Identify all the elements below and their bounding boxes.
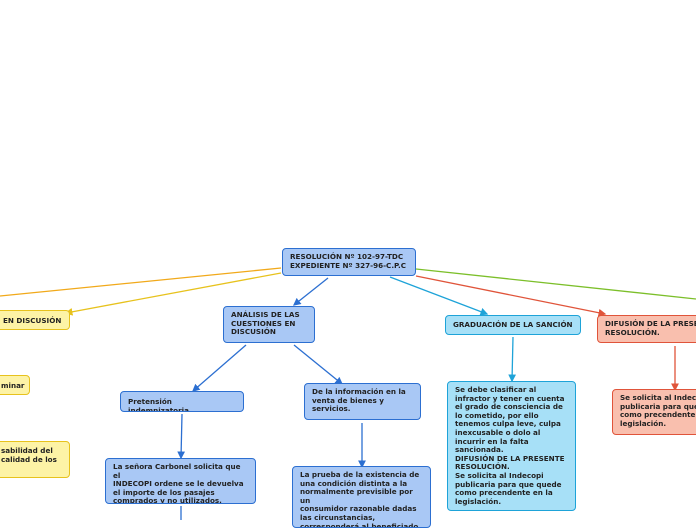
link-root-discusion [64,272,282,316]
link-root-analisis [292,277,329,306]
link-pretension-carbonel [177,413,186,460]
link-root-difusion [415,275,607,317]
node-sabilidad[interactable]: sabilidad del calidad de los [0,441,70,478]
link-analisis-pretension [192,344,247,392]
node-en-discusion[interactable]: EN DISCUSIÓN [0,310,70,330]
node-informacion-venta[interactable]: De la información en la venta de bienes … [304,383,421,420]
node-solicita-indecopi[interactable]: Se solicita al Indeco publicaria para qu… [612,389,696,435]
link-root-offscreen-left [0,267,282,297]
node-graduacion-sancion[interactable]: GRADUACIÓN DE LA SANCIÓN [445,315,581,335]
link-root-graduacion [389,276,489,316]
node-pretension-indemnizatoria[interactable]: Pretensión indemnizatoria. [120,391,244,412]
node-carbonel-solicita[interactable]: La señora Carbonel solicita que el INDEC… [105,458,256,504]
node-difusion-resolucion[interactable]: DIFUSIÓN DE LA PRESE RESOLUCIÓN. [597,315,696,343]
node-clasificar-infractor[interactable]: Se debe clasificar al infractor y tener … [447,381,576,511]
node-prueba-existencia[interactable]: La prueba de la existencia de una condic… [292,466,431,528]
link-root-offscreen-right [415,268,696,300]
node-minar[interactable]: minar [0,375,30,395]
link-analisis-informacion [293,344,344,385]
node-root-resolucion[interactable]: RESOLUCIÓN Nº 102-97-TDC EXPEDIENTE Nº 3… [282,248,416,276]
node-analisis-cuestiones[interactable]: ANÁLISIS DE LAS CUESTIONES EN DISCUSIÓN [223,306,315,343]
link-graduacion-clasificar [508,336,517,383]
